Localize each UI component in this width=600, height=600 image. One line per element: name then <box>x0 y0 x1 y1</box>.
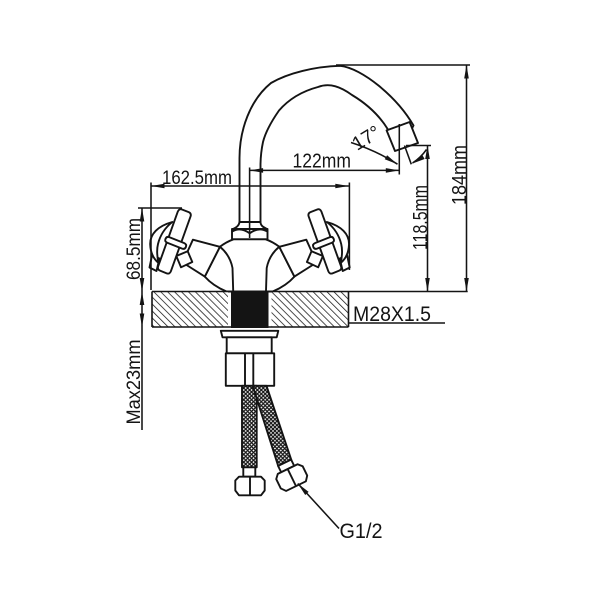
svg-text:162.5mm: 162.5mm <box>162 167 232 189</box>
svg-text:17°: 17° <box>348 121 384 155</box>
svg-text:G1/2: G1/2 <box>340 519 383 543</box>
svg-text:M28X1.5: M28X1.5 <box>353 303 431 326</box>
svg-text:Max23mm: Max23mm <box>124 340 145 425</box>
svg-text:68.5mm: 68.5mm <box>124 218 145 280</box>
svg-text:122mm: 122mm <box>292 151 351 173</box>
svg-text:118.5mm: 118.5mm <box>409 185 432 250</box>
svg-text:184mm: 184mm <box>448 145 471 205</box>
